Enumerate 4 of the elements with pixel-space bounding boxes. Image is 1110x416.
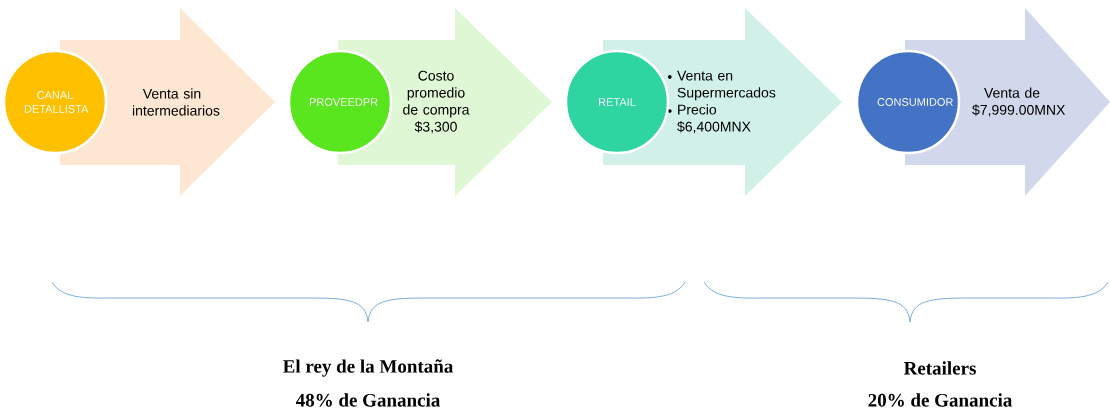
group-label: Retailers: [903, 361, 976, 375]
group-label: 20% de Ganancia: [868, 393, 1013, 407]
group-label: 48% de Ganancia: [295, 393, 441, 407]
group-label: El rey de la Montaña: [283, 359, 454, 377]
